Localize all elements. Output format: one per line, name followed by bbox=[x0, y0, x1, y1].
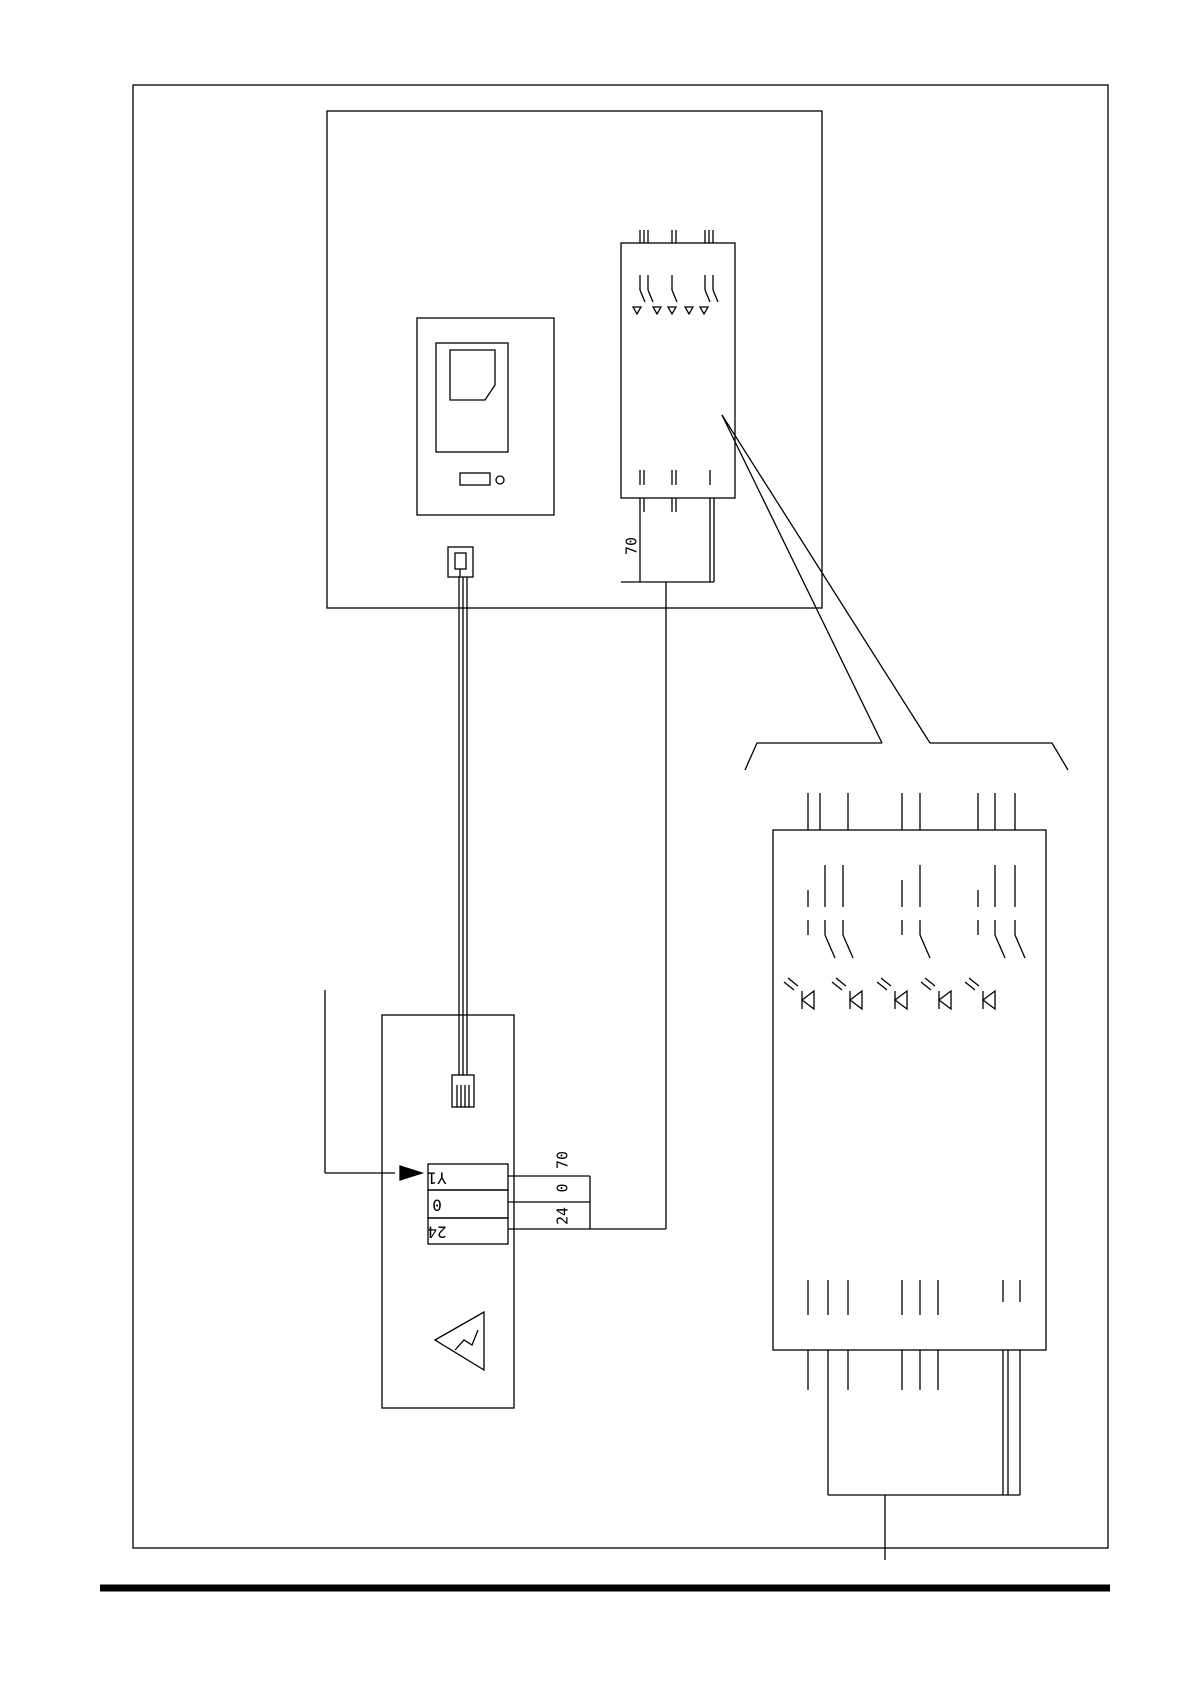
relay-detail-bottom-terminals bbox=[808, 1280, 1020, 1560]
led-icon bbox=[877, 978, 907, 1009]
led-row bbox=[784, 978, 995, 1009]
terminal-labels: Y1 0 24 bbox=[427, 1169, 446, 1242]
panel-wire-label-70: 70 bbox=[623, 537, 641, 555]
wire-labels: 70 24 0 70 bbox=[554, 537, 641, 1225]
terminal-y1-label: Y1 bbox=[427, 1169, 446, 1188]
led-icon bbox=[832, 978, 862, 1009]
relay-module-small bbox=[621, 230, 930, 1217]
terminal-0-label: 0 bbox=[432, 1196, 442, 1215]
rj-connector-top bbox=[448, 547, 473, 1040]
relay-module-detail bbox=[745, 743, 1068, 1350]
wire-label-24: 24 bbox=[554, 1207, 572, 1225]
rj-socket-icon bbox=[452, 1075, 474, 1107]
led-icon bbox=[921, 978, 951, 1009]
panel-enclosure bbox=[327, 111, 822, 608]
status-led-icon bbox=[496, 476, 504, 484]
input-arrow-icon bbox=[400, 1166, 422, 1180]
wire-label-0: 0 bbox=[554, 1183, 572, 1192]
wire-label-70: 70 bbox=[554, 1151, 572, 1169]
led-icon bbox=[784, 978, 814, 1009]
thermostat-device bbox=[417, 318, 554, 515]
terminal-block-enclosure bbox=[325, 990, 666, 1408]
warning-triangle-icon bbox=[435, 1312, 484, 1370]
switch-icon bbox=[825, 935, 835, 958]
terminal-24-label: 24 bbox=[427, 1223, 446, 1242]
led-icon bbox=[965, 978, 995, 1009]
